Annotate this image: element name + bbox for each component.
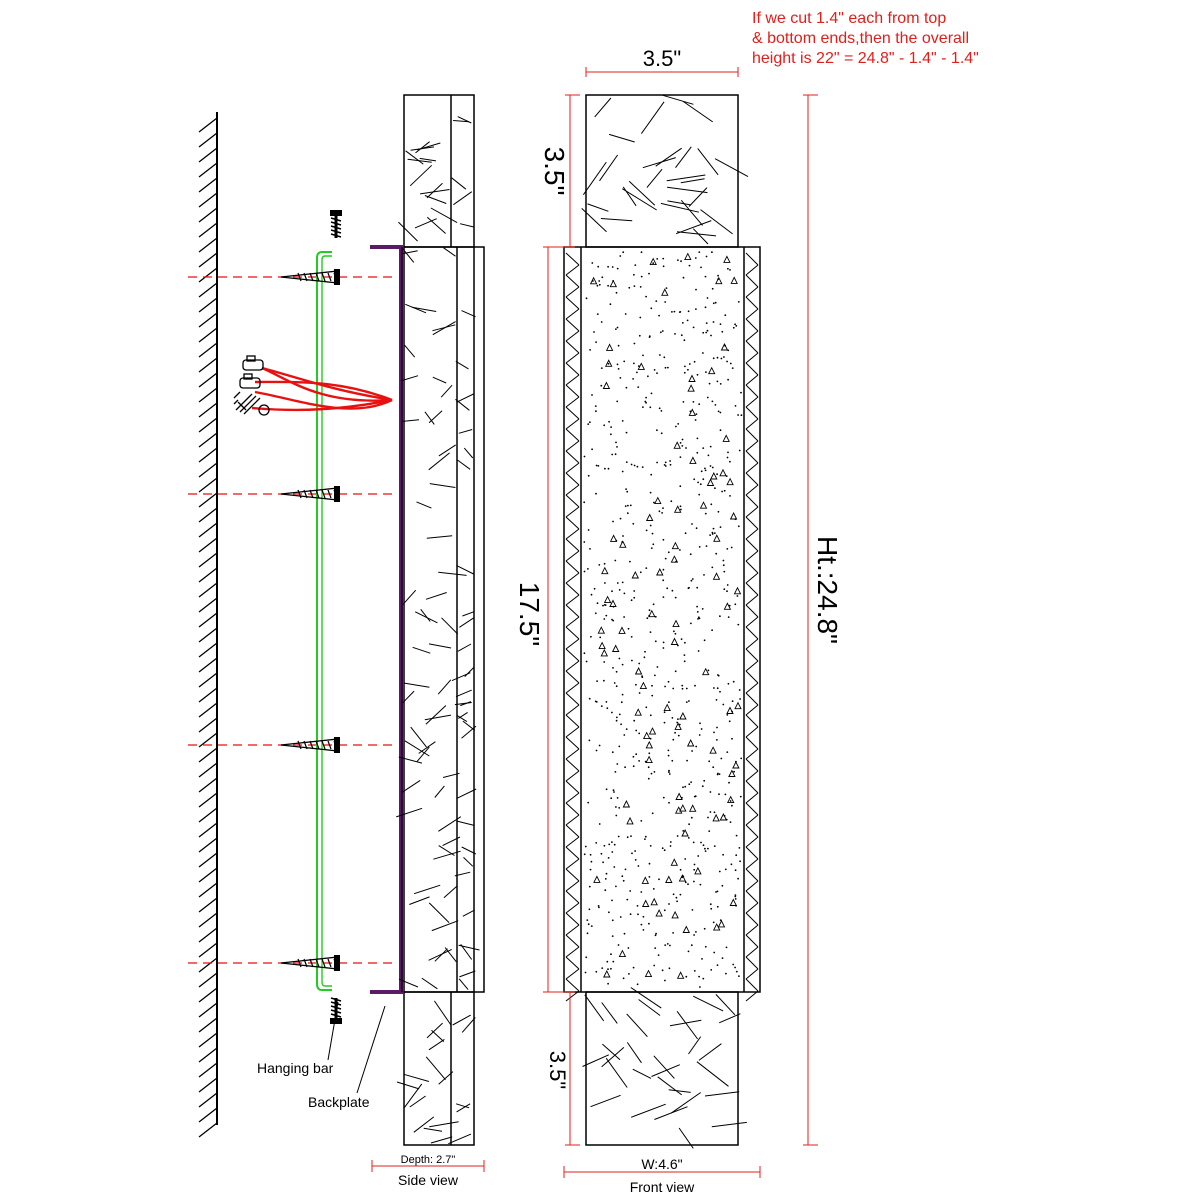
mounting-center-lines [188,276,395,964]
overall-height-label: Ht.:24.8" [812,536,843,644]
front-view-stipple [583,251,743,988]
front-width-label: W:4.6" [641,1156,682,1172]
hanging-bar-label: Hanging bar [257,1060,334,1076]
dimension-lines [371,67,818,1178]
side-view [403,94,485,1146]
side-view-label: Side view [398,1172,459,1188]
leader-lines [327,1001,386,1094]
side-view-hatching [396,116,480,1145]
depth-label: Depth: 2.7" [401,1154,456,1166]
middle-height-label: 17.5" [514,582,545,646]
wall [198,112,218,1138]
front-view-label: Front view [630,1179,695,1195]
top-cap-height-label: 3.5" [539,147,570,196]
bottom-cap-height-label: 3.5" [545,1051,570,1089]
note-line-2: & bottom ends,then the overall [752,30,969,47]
wire-connector-icon [233,355,270,416]
top-width-label: 3.5" [643,46,681,71]
front-view-hatching [565,94,759,1149]
note-line-1: If we cut 1.4" each from top [752,10,946,27]
hanging-bar [316,251,332,991]
backplate-label: Backplate [308,1094,370,1110]
wires [251,366,393,412]
screws [280,210,342,1024]
front-view [563,94,761,1146]
note-line-3: height is 22" = 24.8" - 1.4" - 1.4" [752,50,979,67]
backplate [370,245,403,994]
